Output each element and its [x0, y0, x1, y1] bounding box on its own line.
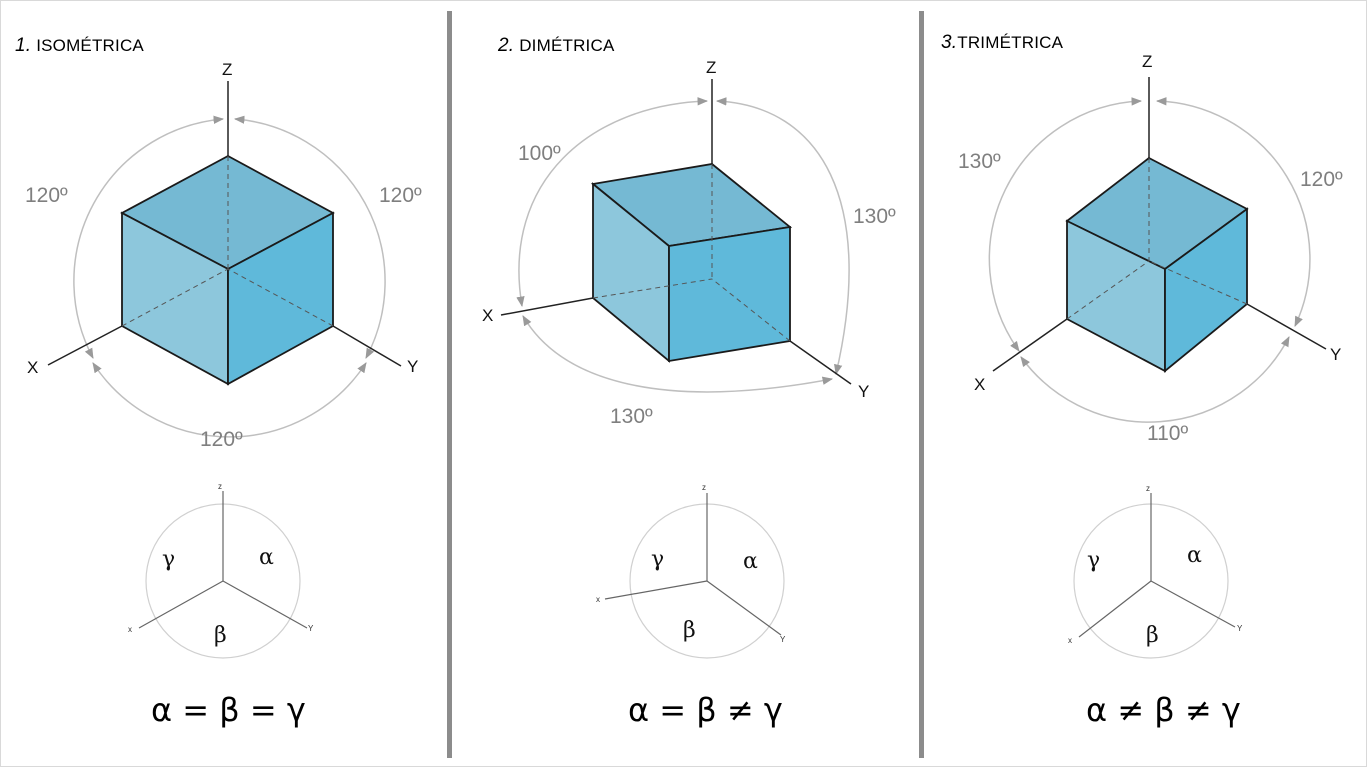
- angle-label-left: 100º: [518, 142, 561, 165]
- small-y-axis: [222, 580, 308, 629]
- panel-title-isometric: 1. ISOMÉTRICA: [15, 35, 144, 57]
- angle-beta: β: [1146, 623, 1159, 648]
- formula-isometric: α = β = γ: [151, 691, 306, 729]
- dimetric-diagram: Z X Y 100º 130º 130º: [482, 58, 896, 428]
- angle-arc-right: [233, 115, 386, 359]
- angle-gamma: γ: [162, 547, 175, 572]
- y-axis-label: Y: [1330, 345, 1341, 364]
- angle-alpha: α: [1187, 543, 1202, 568]
- small-z-label: z: [1146, 484, 1150, 493]
- angle-label-left: 130º: [958, 150, 1001, 173]
- angle-gamma: γ: [1087, 548, 1100, 573]
- small-x-label: x: [596, 595, 600, 604]
- panel-title-text: ISOMÉTRICA: [36, 36, 144, 55]
- angle-alpha: α: [743, 549, 758, 574]
- panel-number: 2.: [498, 35, 515, 56]
- angle-label-bottom: 120º: [200, 428, 243, 451]
- small-y-label: Y: [780, 635, 786, 644]
- angle-beta: β: [214, 623, 227, 648]
- formula-trimetric: α ≠ β ≠ γ: [1086, 691, 1241, 729]
- y-axis-line: [332, 325, 402, 367]
- y-axis-line: [789, 340, 852, 385]
- x-axis-line: [500, 297, 594, 316]
- z-axis-label: Z: [706, 58, 716, 77]
- small-x-axis: [604, 580, 708, 600]
- y-axis-label: Y: [858, 382, 869, 401]
- isometric-diagram: Z X Y 120º 120º 120º: [25, 60, 422, 451]
- dimetric-angle-diagram: z x Y α γ β: [596, 483, 786, 659]
- trimetric-diagram: Z X Y 130º 120º 110º: [958, 52, 1343, 445]
- angle-arc-bottom: [1020, 336, 1290, 423]
- small-x-axis: [138, 580, 224, 629]
- angle-label-bottom: 130º: [610, 405, 653, 428]
- angle-arc-left: [73, 115, 225, 359]
- hidden-edge: [227, 268, 334, 327]
- hidden-edge: [711, 278, 791, 342]
- small-y-axis: [706, 580, 782, 636]
- panel-number: 1.: [15, 35, 32, 56]
- angle-arc-bottom: [92, 362, 367, 438]
- small-z-label: z: [702, 483, 706, 492]
- angle-beta: β: [683, 618, 696, 643]
- angle-arc-right: [715, 97, 850, 376]
- cube-right-face: [668, 225, 791, 363]
- angle-label-right: 130º: [853, 205, 896, 228]
- small-y-label: Y: [308, 624, 314, 633]
- hidden-edge: [1066, 260, 1150, 320]
- panel-number: 3.: [941, 32, 958, 53]
- small-x-label: x: [128, 625, 132, 634]
- panel-title-text: DIMÉTRICA: [519, 36, 615, 55]
- panel-title-dimetric: 2. DIMÉTRICA: [498, 35, 615, 57]
- x-axis-line: [47, 325, 123, 366]
- angle-arc-left: [988, 97, 1143, 352]
- small-y-axis: [1150, 580, 1236, 628]
- hidden-edge: [592, 278, 713, 299]
- y-axis-line: [1246, 303, 1327, 350]
- panel-title-text: TRIMÉTRICA: [957, 33, 1064, 52]
- angle-alpha: α: [259, 545, 274, 570]
- angle-label-right: 120º: [1300, 168, 1343, 191]
- angle-arc-right: [1155, 97, 1311, 327]
- angle-label-left: 120º: [25, 184, 68, 207]
- panel-divider: [447, 11, 452, 758]
- x-axis-label: X: [974, 375, 985, 394]
- angle-label-bottom: 110º: [1147, 422, 1188, 445]
- trimetric-angle-diagram: z x Y α γ β: [1068, 484, 1243, 659]
- angle-gamma: γ: [651, 547, 664, 572]
- x-axis-label: X: [27, 358, 38, 377]
- x-axis-line: [992, 318, 1068, 372]
- small-x-label: x: [1068, 636, 1072, 645]
- angle-arc-left: [516, 97, 709, 308]
- x-axis-label: X: [482, 306, 493, 325]
- small-x-axis: [1078, 580, 1152, 638]
- z-axis-label: Z: [222, 60, 232, 79]
- y-axis-label: Y: [407, 357, 418, 376]
- angle-label-right: 120º: [379, 184, 422, 207]
- angle-arc-bottom: [522, 315, 834, 393]
- small-z-label: z: [218, 482, 222, 491]
- small-y-label: Y: [1237, 624, 1243, 633]
- z-axis-label: Z: [1142, 52, 1152, 71]
- isometric-angle-diagram: z x Y α γ β: [128, 482, 314, 659]
- formula-dimetric: α = β ≠ γ: [628, 691, 783, 729]
- panel-title-trimetric: 3.TRIMÉTRICA: [941, 32, 1063, 54]
- hidden-edge: [121, 268, 229, 327]
- panel-divider: [919, 11, 924, 758]
